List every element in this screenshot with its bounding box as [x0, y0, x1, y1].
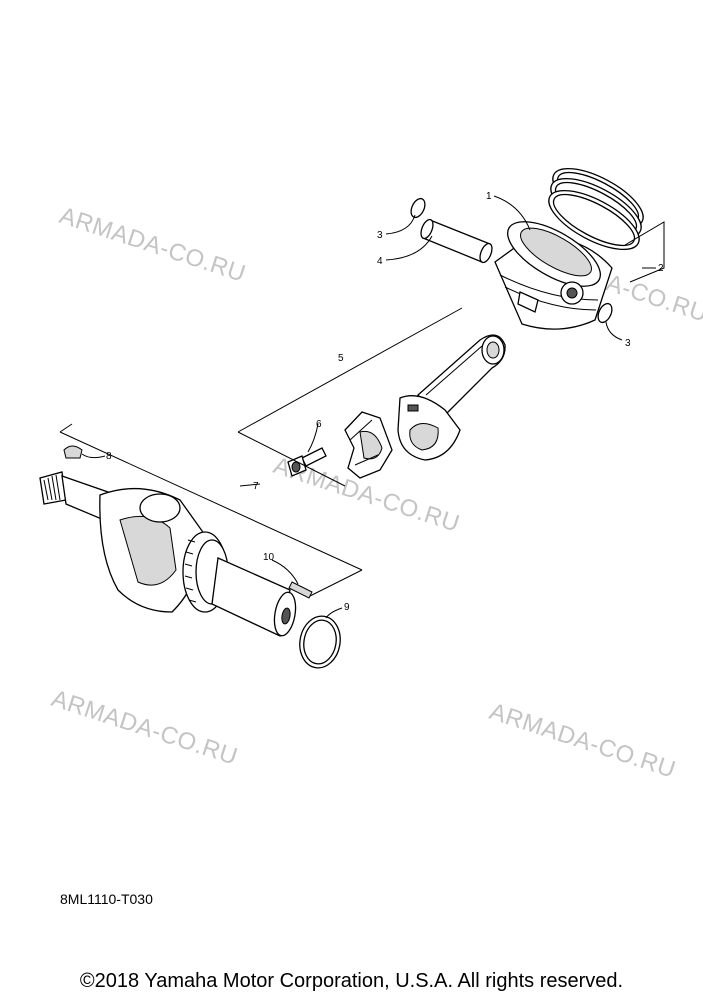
callout-9: 9: [344, 602, 350, 613]
callout-5: 5: [338, 353, 344, 364]
callout-3b: 3: [625, 338, 631, 349]
callout-1: 1: [486, 191, 492, 202]
circlips: [410, 197, 613, 324]
callout-10: 10: [263, 552, 275, 563]
o-ring: [299, 615, 341, 669]
watermark-5: ARMADA-CO.RU: [486, 698, 679, 784]
callout-2: 2: [658, 263, 664, 274]
bracket-rod-assembly: [237, 307, 463, 487]
callout-3a: 3: [377, 230, 383, 241]
callout-4: 4: [377, 256, 383, 267]
piston-rings: [548, 167, 644, 251]
rod-bolt: [287, 447, 327, 477]
copyright-notice: ©2018 Yamaha Motor Corporation, U.S.A. A…: [79, 970, 624, 992]
leader-lines: [81, 195, 665, 619]
connecting-rod: [397, 334, 506, 461]
connecting-rod-cap: [344, 411, 393, 479]
piston-pin: [420, 218, 493, 264]
diagram-part-code: 8ML1110-T030: [60, 891, 153, 907]
crankshaft: [39, 471, 297, 637]
callout-8: 8: [106, 451, 112, 462]
watermark-1: ARMADA-CO.RU: [56, 202, 249, 288]
piston: [494, 221, 613, 330]
callout-6: 6: [316, 419, 322, 430]
callout-labels: 1 2 3 3 4 5 6 7 8 9 10: [106, 191, 664, 613]
watermark-4: ARMADA-CO.RU: [48, 685, 241, 771]
bracket-crank-assembly: [59, 423, 363, 571]
gear-key: [288, 581, 313, 599]
callout-7: 7: [253, 481, 259, 492]
woodruff-key: [63, 445, 83, 459]
